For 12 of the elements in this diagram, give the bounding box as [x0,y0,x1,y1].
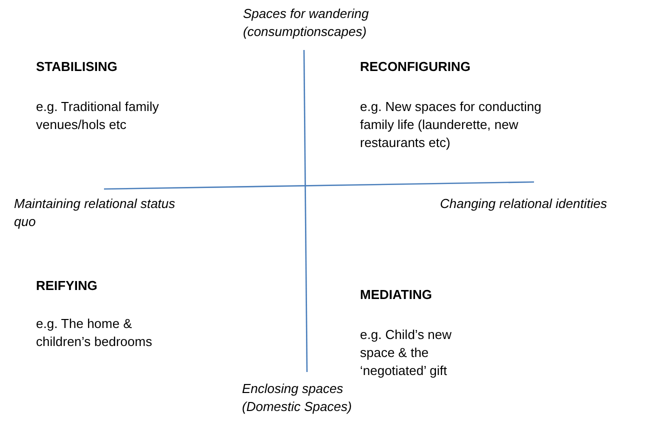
axis-label: Spaces for wandering (consumptionscapes) [243,5,370,41]
axis-label: Maintaining relational status quo [14,195,176,231]
axis-label: Enclosing spaces (Domestic Spaces) [242,380,353,416]
quadrant-heading: REIFYING [36,277,98,295]
quadrant-heading: RECONFIGURING [360,58,472,76]
quadrant-heading: MEDIATING [360,286,433,304]
quadrant-text: e.g. Child’s new space & the ‘negotiated’ gift [360,326,453,380]
quadrant-heading: STABILISING [36,58,118,76]
quadrant-text: e.g. New spaces for conducting family life (launderette, new restaurants etc) [360,98,542,152]
quadrant-text: e.g. Traditional family venues/hols etc [36,98,160,134]
quadrant-text: e.g. The home & children’s bedrooms [36,315,154,351]
axis-label: Changing relational identities [440,195,608,213]
